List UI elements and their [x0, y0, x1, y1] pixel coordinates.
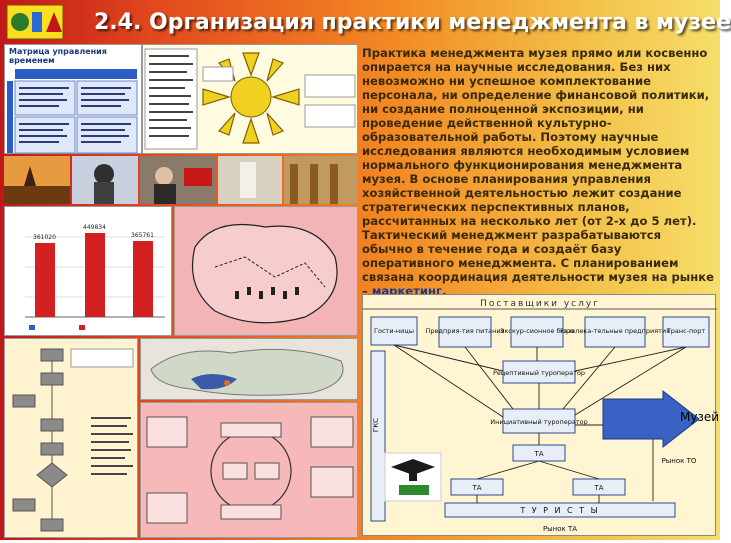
matrix-grid	[7, 69, 138, 154]
methodology-flowchart	[4, 338, 138, 538]
bar-3	[133, 241, 153, 317]
initiative-operator: Инициативный туроператор	[490, 418, 587, 426]
museum-label: Музей	[680, 410, 720, 424]
bar-label-1: 361020	[33, 234, 56, 241]
bar-label-2: 449834	[83, 224, 106, 231]
market-ta-label: Рынок ТА	[543, 525, 577, 533]
paragraph-end: .	[442, 284, 447, 298]
box-hotels: Гости-ницы	[374, 327, 414, 335]
box-excursion-bureau: Экскур-сионное бюро	[500, 327, 574, 335]
bar-label-3: 365761	[131, 232, 154, 239]
paragraph-main-text: Практика менеджмента музея прямо или кос…	[362, 46, 715, 298]
slide-title: 2.4. Организация практики менеджмента в …	[94, 10, 731, 35]
box-entertainment: Развлека-тельные предприятия	[560, 327, 670, 335]
bar-chart-panel: 361020 449834 365761	[4, 206, 172, 336]
market-to-label: Рынок ТО	[662, 457, 697, 465]
museum-arrow	[602, 389, 700, 449]
receptive-operator: Рецептивный туроператор	[493, 369, 585, 377]
ta-center: ТА	[533, 450, 543, 458]
management-star-diagram	[142, 44, 358, 154]
tourism-flow-diagram: Поставщики услуг Гости-ницы Предприя-тия…	[362, 294, 717, 536]
quality-cycle-diagram	[140, 402, 358, 538]
territory-map	[174, 206, 358, 336]
photo-gallery-strip	[4, 156, 358, 204]
bar-2	[85, 233, 105, 317]
matrix-title: Матрица управления временем	[9, 47, 107, 65]
ta-right: ТА	[593, 484, 603, 492]
region-map	[140, 338, 358, 400]
gks-label: ГКС	[372, 418, 380, 432]
ta-left: ТА	[471, 484, 481, 492]
main-paragraph: Практика менеджмента музея прямо или кос…	[362, 46, 714, 298]
time-matrix-panel: Матрица управления временем	[4, 44, 142, 154]
logo-icon	[6, 4, 64, 40]
bar-1	[35, 243, 55, 317]
suppliers-header: Поставщики услуг	[480, 299, 600, 309]
box-catering: Предприя-тия питания	[426, 327, 505, 335]
box-transport: Транс-порт	[666, 327, 706, 335]
tourists-label: Т У Р И С Т Ы	[519, 506, 599, 515]
